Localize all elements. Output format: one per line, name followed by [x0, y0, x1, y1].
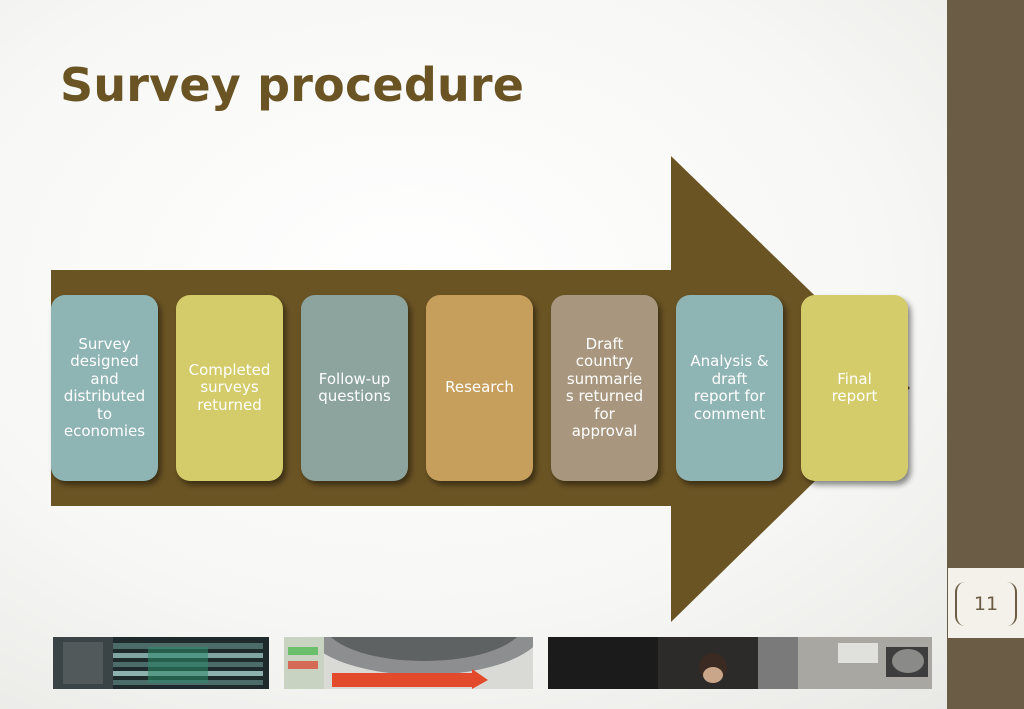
photo-strip	[53, 637, 932, 689]
slide-title: Survey procedure	[60, 58, 525, 112]
step-draft-summaries: Draft country summarie s returned for ap…	[551, 295, 658, 481]
page-number-box	[948, 568, 1024, 638]
photo-store-shoppers	[548, 637, 932, 689]
step-label: Follow-up questions	[318, 369, 391, 405]
step-label: Analysis & draft report for comment	[690, 352, 769, 423]
step-label: Completed surveys returned	[188, 360, 271, 414]
photo-washing-machine	[284, 637, 533, 689]
step-analysis-draft: Analysis & draft report for comment	[676, 295, 783, 481]
step-label: Draft country summarie s returned for ap…	[565, 334, 644, 440]
page-number: 11	[955, 582, 1017, 626]
step-label: Final report	[831, 369, 878, 405]
step-follow-up: Follow-up questions	[301, 295, 408, 481]
step-label: Survey designed and distributed to econo…	[63, 334, 146, 440]
process-steps: Survey designed and distributed to econo…	[51, 295, 908, 481]
step-completed-surveys: Completed surveys returned	[176, 295, 283, 481]
step-survey-designed: Survey designed and distributed to econo…	[51, 295, 158, 481]
photo-server-racks	[53, 637, 269, 689]
step-final-report: Final report	[801, 295, 908, 481]
step-research: Research	[426, 295, 533, 481]
step-label: Research	[445, 378, 514, 397]
